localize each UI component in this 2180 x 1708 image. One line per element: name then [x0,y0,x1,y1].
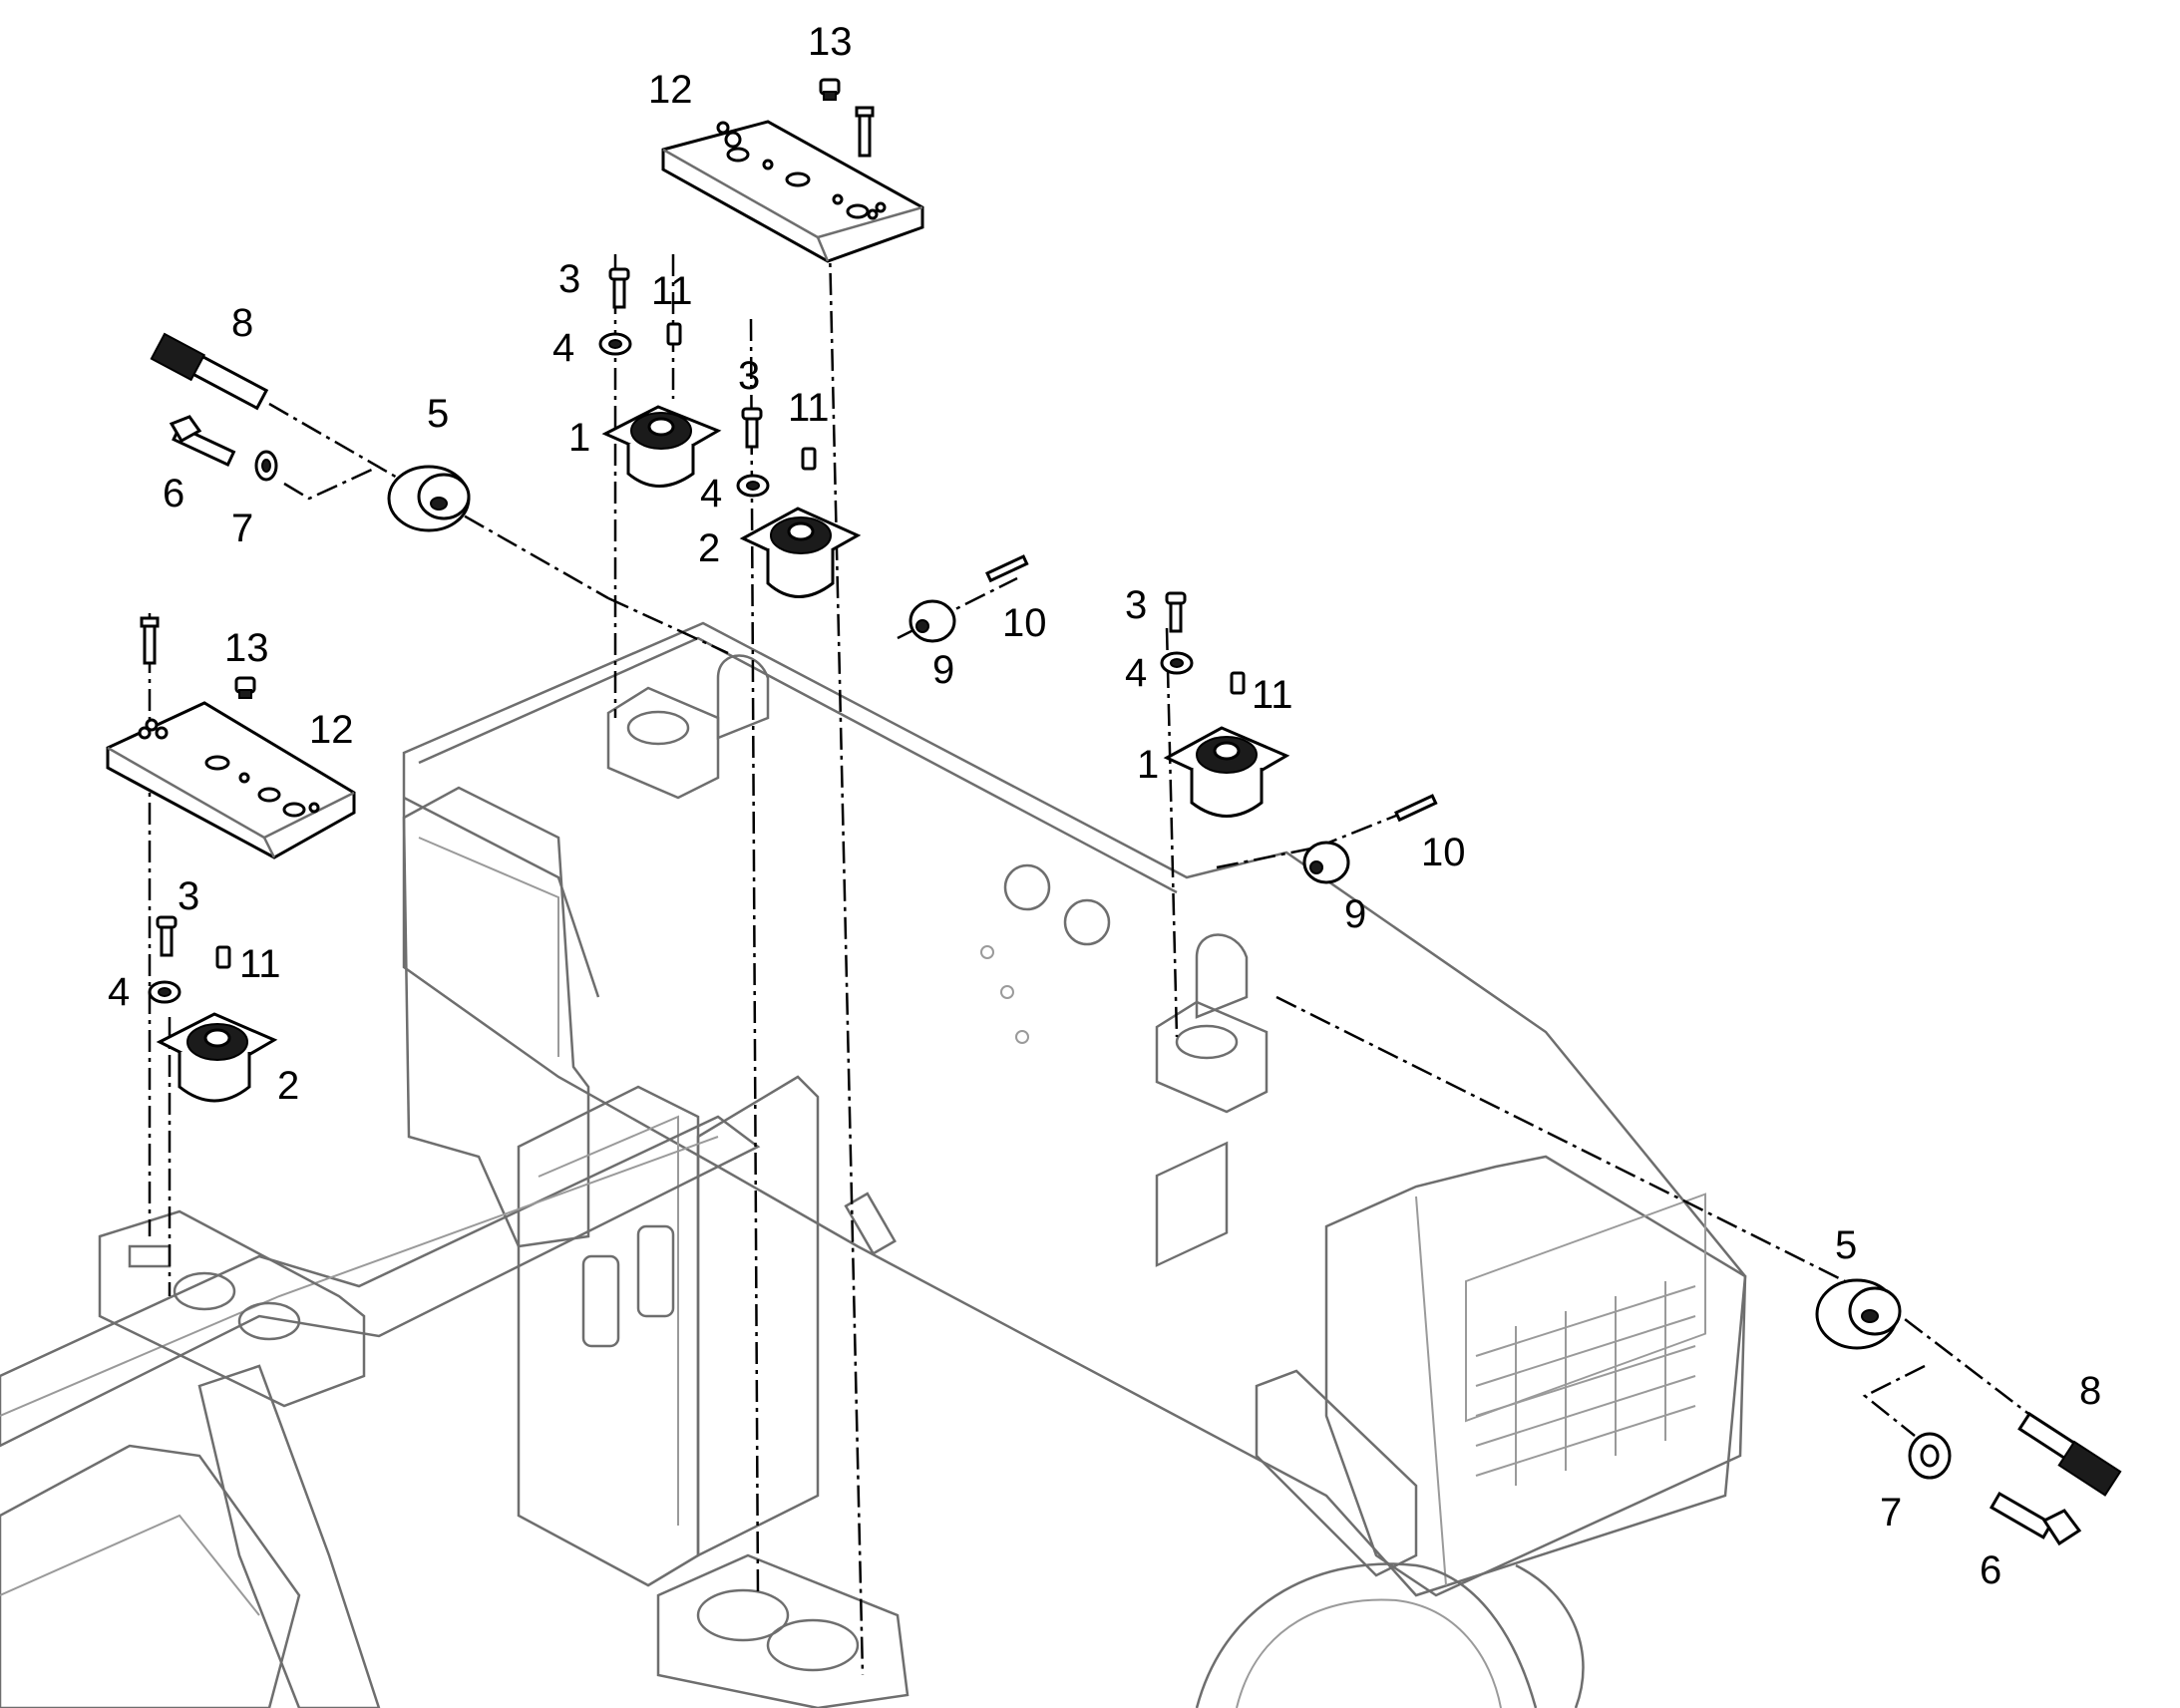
callout-3-d: 3 [1125,583,1147,627]
pin-11-d [1230,671,1246,695]
washer-left-7 [254,450,278,482]
bolt-pin-right [2017,1411,2122,1497]
cabinet-grille [1465,1193,1706,1486]
callout-11-a: 11 [651,269,693,313]
bolt-3-b [741,407,763,449]
collar-9-b [1302,841,1350,884]
callout-3-c: 3 [178,874,199,918]
collar-9-a [908,599,956,643]
callout-4-d: 4 [1125,651,1147,695]
callout-11-d: 11 [1252,673,1293,717]
callout-3-a: 3 [558,257,580,301]
washer-4-b [736,474,770,498]
callout-6-right: 6 [1980,1548,2001,1592]
callout-2-a: 2 [698,526,720,570]
callout-10-b: 10 [1421,831,1466,874]
callout-5-left: 5 [427,392,449,436]
hex-bolt-left [169,415,236,468]
engine-mount-2-b [156,1012,278,1103]
callout-13-left: 13 [224,626,269,670]
callout-4-a: 4 [552,326,574,370]
bolt-3-a [608,267,630,309]
engine-mount-2-a [739,507,862,598]
washer-4-a [598,332,632,356]
bolt-3-c [156,915,178,957]
washer-4-c [148,980,182,1004]
screw-top [855,106,875,158]
callout-6-left: 6 [163,472,184,515]
flange-left [387,465,471,532]
callout-labels: 12 13 8 6 7 5 3 4 11 1 3 11 4 2 9 10 13 … [108,20,2101,1592]
callout-8-left: 8 [231,301,253,345]
mounting-plate-top [661,120,924,263]
chassis-frame [0,621,1747,1708]
engine-mount-1-a [601,405,722,488]
assembly-leader-lines [148,159,2045,1676]
plug-top [819,78,841,101]
screw-left [140,616,160,665]
hex-bolt-right [1989,1491,2082,1546]
callout-11-c: 11 [239,942,281,986]
washer-right-7 [1908,1432,1952,1480]
mounting-plate-left [106,701,356,859]
callout-11-b: 11 [788,386,830,430]
callout-9-a: 9 [932,648,954,692]
callout-3-b: 3 [738,354,760,398]
pin-10-b [1394,794,1438,823]
washer-4-d [1160,651,1194,675]
bolt-pin-left [150,332,269,411]
callout-5-right: 5 [1835,1223,1857,1267]
callout-12-top: 12 [648,68,693,112]
callout-4-c: 4 [108,970,130,1014]
pin-11-a [666,322,682,346]
callout-1-b: 1 [1137,743,1159,787]
callout-7-left: 7 [231,507,253,550]
callout-4-b: 4 [700,472,722,515]
callout-13-top: 13 [808,20,853,64]
engine-mount-1-b [1163,726,1290,818]
callout-12-left: 12 [309,708,354,752]
callout-9-b: 9 [1344,892,1366,936]
plug-13-left [234,676,256,699]
pin-11-c [215,945,231,969]
callout-10-a: 10 [1002,601,1047,645]
pin-10-a [985,554,1029,583]
callout-2-b: 2 [277,1064,299,1108]
bolt-3-d [1165,591,1187,633]
pin-11-b [801,447,817,471]
callout-8-right: 8 [2079,1369,2101,1413]
callout-7-right: 7 [1880,1491,1902,1535]
flange-right [1815,1278,1902,1350]
callout-1-a: 1 [568,416,590,460]
